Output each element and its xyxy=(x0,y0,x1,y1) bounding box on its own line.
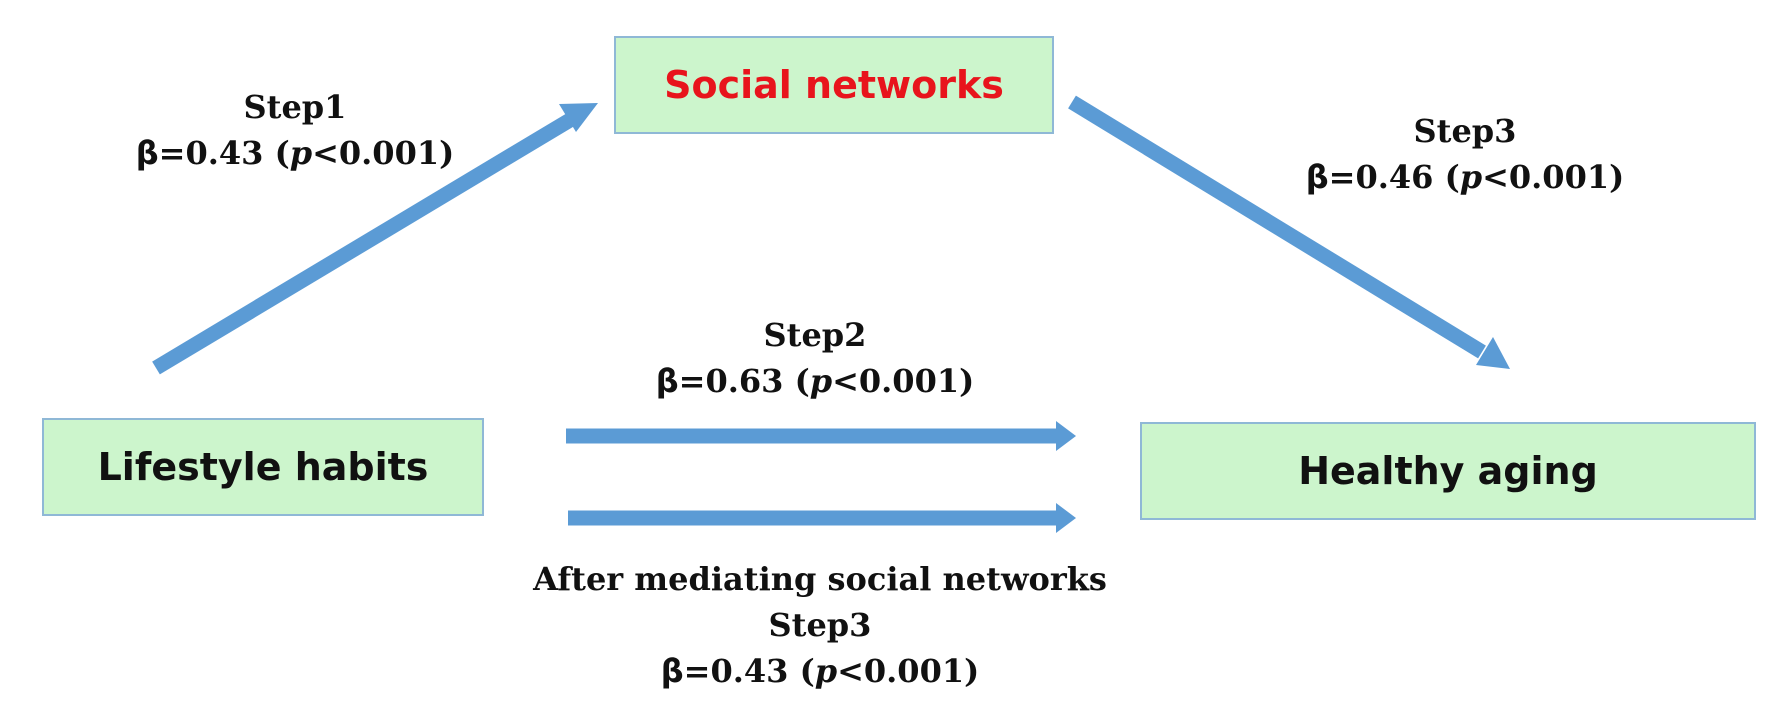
step1-beta-symbol: β xyxy=(135,134,159,172)
step1-title: Step1 xyxy=(243,88,347,126)
step1-p-symbol: p xyxy=(289,134,313,172)
arrow-direct-mediated xyxy=(568,503,1076,533)
step1-beta-value: =0.43 ( xyxy=(158,134,290,172)
step1-p-value: <0.001) xyxy=(312,134,455,172)
node-healthy-aging-label: Healthy aging xyxy=(1298,449,1598,493)
edge-label-mediated: After mediating social networks Step3 β=… xyxy=(500,556,1140,694)
mediated-beta-symbol: β xyxy=(660,652,684,690)
step3-p-symbol: p xyxy=(1459,158,1483,196)
step2-p-symbol: p xyxy=(809,362,833,400)
step2-stat: β=0.63 (p<0.001) xyxy=(650,358,980,404)
mediated-caption: After mediating social networks xyxy=(533,560,1107,598)
step2-beta-value: =0.63 ( xyxy=(678,362,810,400)
step1-stat: β=0.43 (p<0.001) xyxy=(130,130,460,176)
mediated-title: Step3 xyxy=(768,606,872,644)
mediated-stat: β=0.43 (p<0.001) xyxy=(500,648,1140,694)
edge-label-step1: Step1 β=0.43 (p<0.001) xyxy=(130,84,460,176)
node-social-networks-label: Social networks xyxy=(664,63,1004,107)
arrow-lifestyle-to-social xyxy=(152,103,598,375)
node-lifestyle-habits: Lifestyle habits xyxy=(42,418,484,516)
step2-beta-symbol: β xyxy=(655,362,679,400)
step3-beta-value: =0.46 ( xyxy=(1328,158,1460,196)
step3-beta-symbol: β xyxy=(1305,158,1329,196)
arrow-direct-step2 xyxy=(566,421,1076,451)
node-lifestyle-habits-label: Lifestyle habits xyxy=(97,445,429,489)
mediated-beta-value: =0.43 ( xyxy=(683,652,815,690)
arrow-social-to-healthy xyxy=(1068,95,1510,369)
step2-p-value: <0.001) xyxy=(832,362,975,400)
edge-label-step2: Step2 β=0.63 (p<0.001) xyxy=(650,312,980,404)
step3-title: Step3 xyxy=(1413,112,1517,150)
step3-stat: β=0.46 (p<0.001) xyxy=(1300,154,1630,200)
step3-p-value: <0.001) xyxy=(1482,158,1625,196)
mediated-p-symbol: p xyxy=(814,652,838,690)
edge-label-step3: Step3 β=0.46 (p<0.001) xyxy=(1300,108,1630,200)
step2-title: Step2 xyxy=(763,316,867,354)
node-healthy-aging: Healthy aging xyxy=(1140,422,1756,520)
mediated-p-value: <0.001) xyxy=(837,652,980,690)
node-social-networks: Social networks xyxy=(614,36,1054,134)
